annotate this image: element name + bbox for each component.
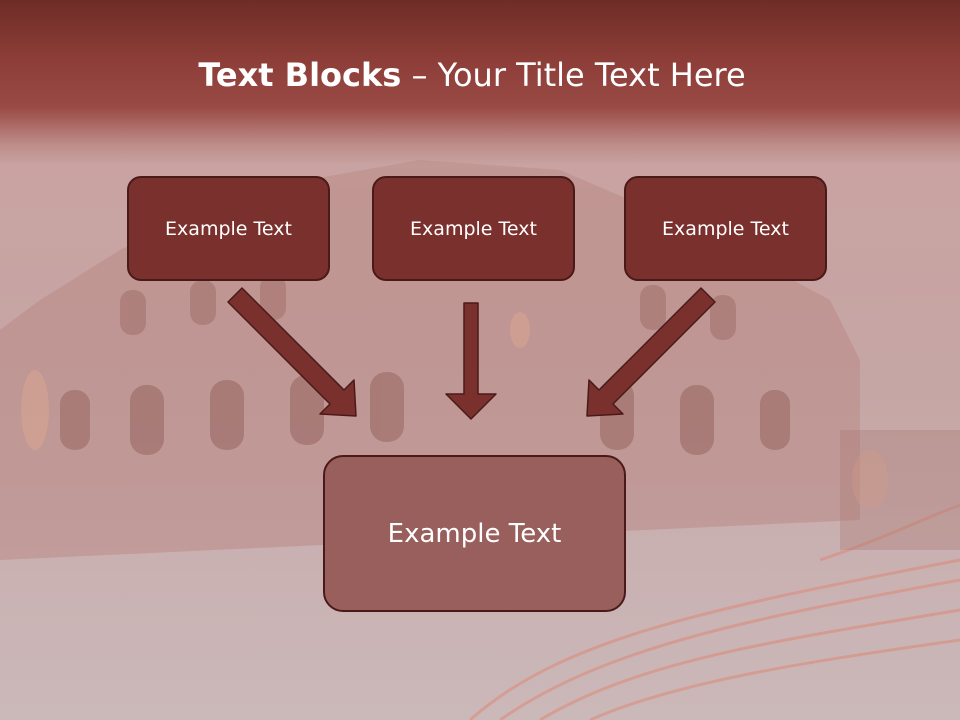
text-block-top-right-label: Example Text: [662, 217, 789, 240]
text-block-bottom[interactable]: Example Text: [323, 455, 626, 612]
text-block-top-right[interactable]: Example Text: [624, 176, 827, 281]
text-block-top-center[interactable]: Example Text: [372, 176, 575, 281]
arrow-right: [586, 287, 716, 417]
text-block-bottom-label: Example Text: [387, 518, 562, 549]
slide-title: Text Blocks – Your Title Text Here: [0, 56, 944, 94]
text-block-top-center-label: Example Text: [410, 217, 537, 240]
text-block-top-left-label: Example Text: [165, 217, 292, 240]
title-band: [0, 0, 960, 165]
text-block-top-left[interactable]: Example Text: [127, 176, 330, 281]
title-rest: – Your Title Text Here: [401, 56, 746, 94]
arrow-left: [227, 287, 357, 417]
arrow-center: [445, 302, 497, 420]
title-bold: Text Blocks: [198, 56, 402, 94]
